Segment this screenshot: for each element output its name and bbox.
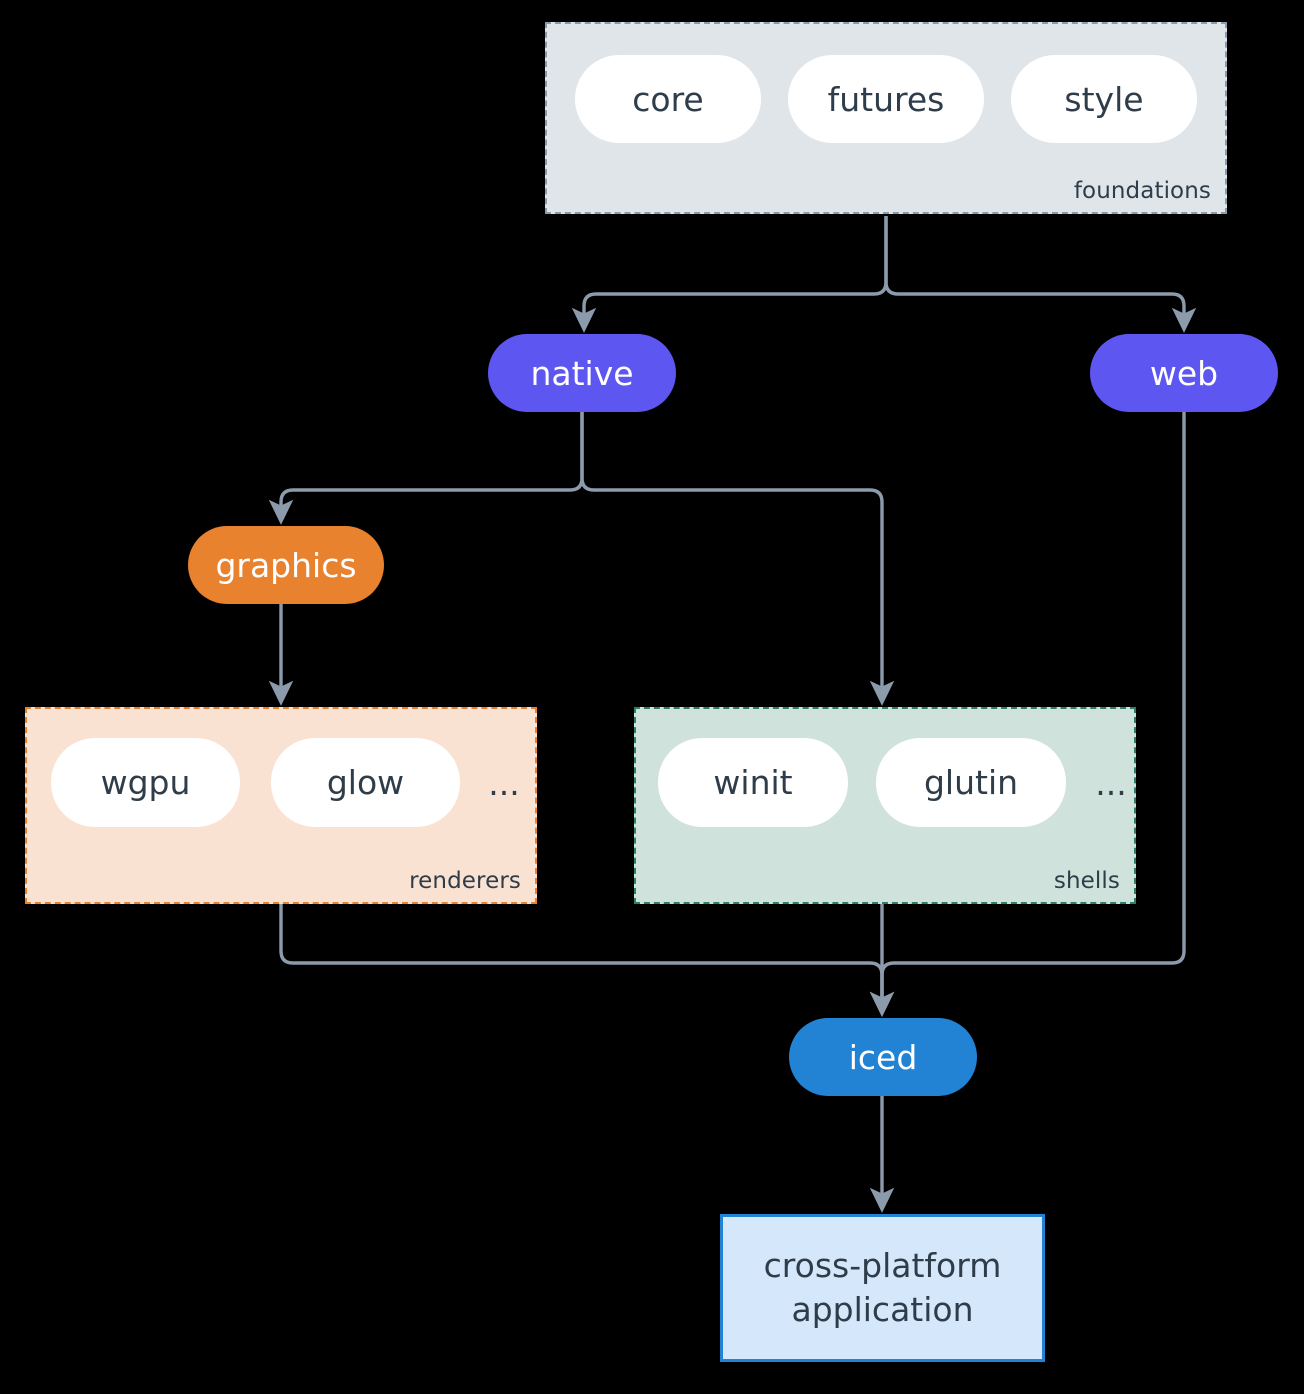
shells-more-ellipsis: ... [1095, 763, 1127, 803]
node-iced-label: iced [848, 1037, 918, 1077]
pill-style[interactable]: style [1011, 55, 1197, 143]
node-web[interactable]: web [1090, 334, 1278, 412]
pill-glutin[interactable]: glutin [876, 738, 1066, 827]
application-label-line2: application [791, 1290, 974, 1329]
group-renderers-label: renderers [409, 868, 521, 894]
node-iced[interactable]: iced [789, 1018, 977, 1096]
node-native[interactable]: native [488, 334, 676, 412]
pill-core-label: core [632, 79, 704, 119]
pill-wgpu[interactable]: wgpu [51, 738, 240, 827]
group-foundations: core futures style foundations [545, 22, 1227, 214]
edge-native-graphics [268, 412, 584, 525]
node-cross-platform-application[interactable]: cross-platform application [720, 1214, 1045, 1362]
node-graphics-label: graphics [215, 545, 357, 585]
edge-foundations-native [571, 216, 888, 333]
node-graphics[interactable]: graphics [188, 526, 384, 604]
group-shells: winit glutin ... shells [634, 707, 1136, 904]
pill-futures[interactable]: futures [788, 55, 984, 143]
pill-glutin-label: glutin [923, 763, 1019, 802]
group-shells-label: shells [1053, 868, 1120, 894]
edge-foundations-web [884, 216, 1197, 333]
node-native-label: native [530, 353, 634, 393]
pill-winit[interactable]: winit [658, 738, 848, 827]
pill-glow[interactable]: glow [271, 738, 460, 827]
pill-style-label: style [1064, 79, 1144, 119]
pill-winit-label: winit [713, 763, 793, 802]
pill-core[interactable]: core [575, 55, 761, 143]
pill-futures-label: futures [827, 79, 945, 119]
group-renderers: wgpu glow ... renderers [25, 707, 537, 904]
group-foundations-label: foundations [1073, 178, 1211, 204]
renderers-more-ellipsis: ... [488, 763, 520, 803]
edge-renderers-iced [279, 904, 895, 1017]
edge-native-shells [580, 412, 895, 706]
pill-glow-label: glow [326, 763, 405, 802]
application-label-line1: cross-platform [763, 1246, 1002, 1286]
node-web-label: web [1149, 353, 1219, 393]
pill-wgpu-label: wgpu [100, 763, 191, 802]
